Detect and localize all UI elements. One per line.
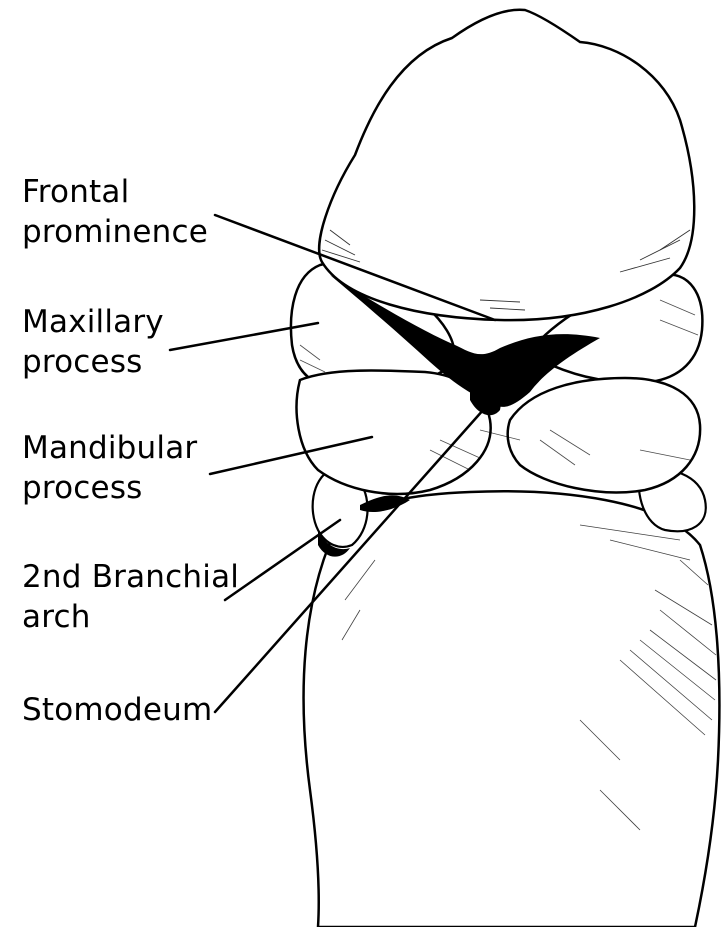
frontal-prominence [319, 10, 694, 320]
label-maxillary-process: Maxillary process [22, 302, 164, 382]
label-frontal-prominence-line2: prominence [22, 212, 208, 252]
label-frontal-prominence-line1: Frontal [22, 172, 208, 212]
mandibular-process-right [508, 378, 700, 492]
label-second-branchial-arch-line2: arch [22, 597, 239, 637]
label-stomodeum-line1: Stomodeum [22, 690, 212, 730]
embryo-trunk [304, 491, 720, 927]
label-second-branchial-arch: 2nd Branchial arch [22, 557, 239, 637]
label-maxillary-process-line1: Maxillary [22, 302, 164, 342]
label-mandibular-process-line1: Mandibular [22, 428, 197, 468]
mandibular-process-left [297, 370, 491, 493]
label-mandibular-process-line2: process [22, 468, 197, 508]
label-frontal-prominence: Frontal prominence [22, 172, 208, 252]
label-maxillary-process-line2: process [22, 342, 164, 382]
label-mandibular-process: Mandibular process [22, 428, 197, 508]
label-second-branchial-arch-line1: 2nd Branchial [22, 557, 239, 597]
label-stomodeum: Stomodeum [22, 690, 212, 730]
